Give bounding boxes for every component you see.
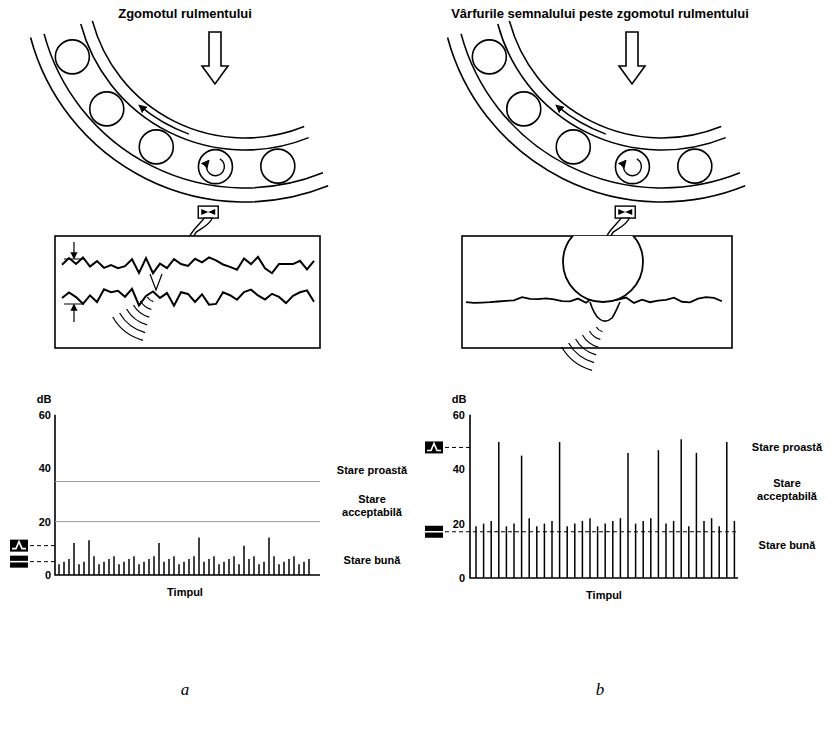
axis-tick: 0 — [45, 569, 51, 582]
panel-title: Zgomotul rulmentului — [118, 7, 252, 22]
bearing — [448, 21, 746, 248]
panel-letter: a — [181, 680, 190, 700]
axis-tick: 40 — [39, 462, 51, 475]
state-label: Stare acceptabilă — [745, 477, 829, 502]
bearing — [31, 21, 329, 248]
axis-tick: 20 — [39, 516, 51, 529]
axis-tick: 20 — [453, 518, 465, 531]
axis-tick: 60 — [39, 409, 51, 422]
level-chart — [10, 415, 320, 575]
zoom-box — [55, 236, 320, 348]
axis-unit: dB — [452, 393, 467, 406]
axis-title: Timpul — [167, 586, 203, 599]
axis-title: Timpul — [586, 589, 622, 602]
panel-title: Vârfurile semnalului peste zgomotul rulm… — [451, 7, 749, 22]
state-label: Stare proastă — [330, 464, 414, 477]
panel-letter: b — [596, 680, 605, 700]
state-label: Stare proastă — [745, 441, 829, 454]
level-chart — [425, 415, 738, 578]
axis-tick: 0 — [459, 572, 465, 585]
zoom-box — [462, 222, 732, 370]
axis-tick: 60 — [453, 409, 465, 422]
axis-tick: 40 — [453, 463, 465, 476]
state-label: Stare acceptabilă — [330, 493, 414, 518]
state-label: Stare bună — [330, 554, 414, 567]
state-label: Stare bună — [745, 539, 829, 552]
axis-unit: dB — [37, 393, 52, 406]
